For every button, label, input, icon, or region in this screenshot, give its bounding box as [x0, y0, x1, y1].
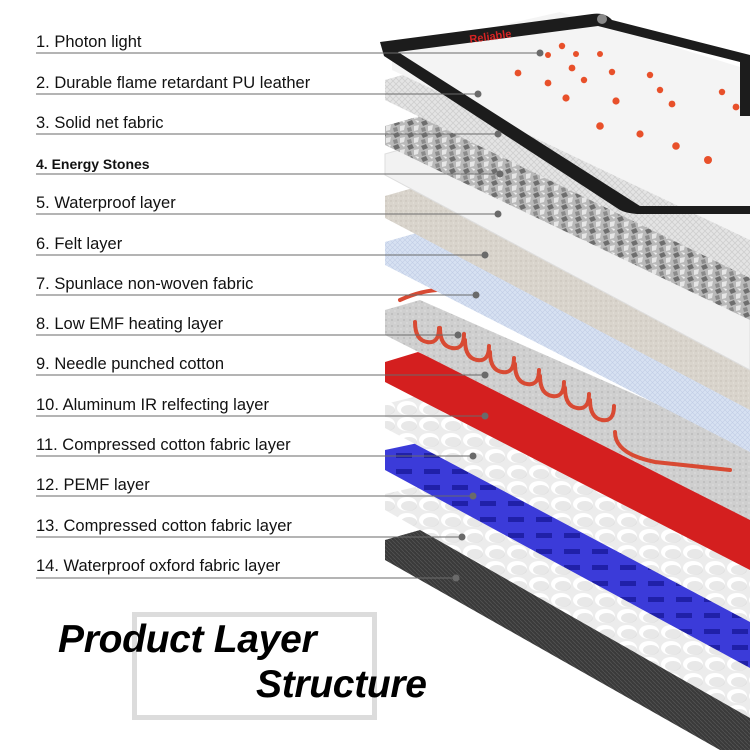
layer-felt — [385, 186, 750, 410]
layer-label-energy-stones: 4. Energy Stones — [36, 156, 150, 172]
layer-cotton-bottom — [385, 486, 750, 718]
photon-leds — [514, 42, 740, 164]
layer-label-aluminum: 10. Aluminum IR relfecting layer — [36, 396, 269, 414]
layer-label-pemf: 12. PEMF layer — [36, 476, 150, 494]
leader-lines — [36, 49, 544, 582]
brand-logo: Reliable — [469, 28, 512, 46]
layer-pu-leather — [392, 12, 750, 240]
layer-aluminum — [385, 352, 750, 570]
layer-label-oxford: 14. Waterproof oxford fabric layer — [36, 557, 281, 575]
title-line-2: Structure — [256, 663, 427, 706]
layer-energy-stones — [385, 116, 750, 320]
frame-button-icon — [597, 14, 607, 24]
title-line-1: Product Layer — [58, 618, 317, 661]
layer-cotton-top — [385, 396, 750, 622]
layer-spunlace — [385, 232, 750, 452]
layer-label-photon-light: 1. Photon light — [36, 33, 142, 51]
layer-label-pu-leather: 2. Durable flame retardant PU leather — [36, 74, 311, 92]
photon-light-frame — [380, 13, 750, 214]
layer-pemf — [385, 443, 750, 668]
layer-label-cotton-2: 13. Compressed cotton fabric layer — [36, 517, 292, 535]
layer-label-felt: 6. Felt layer — [36, 235, 123, 253]
title-frame — [132, 612, 377, 720]
layer-label-heating: 8. Low EMF heating layer — [36, 315, 224, 333]
layer-label-net-fabric: 3. Solid net fabric — [36, 114, 164, 132]
layer-label-needle-cotton: 9. Needle punched cotton — [36, 355, 225, 373]
layer-label-cotton-1: 11. Compressed cotton fabric layer — [36, 436, 291, 454]
layer-label-waterproof: 5. Waterproof layer — [36, 194, 176, 212]
layer-needle-cotton — [385, 300, 750, 520]
layer-label-spunlace: 7. Spunlace non-woven fabric — [36, 275, 254, 293]
layer-oxford — [385, 530, 750, 750]
